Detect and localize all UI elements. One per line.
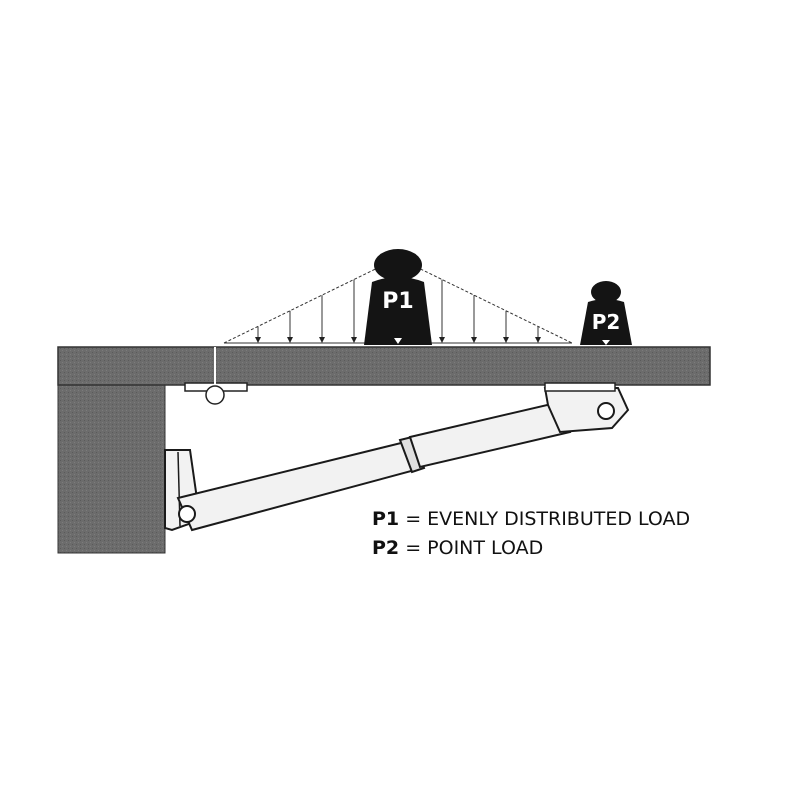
load-arrow-head	[503, 337, 509, 343]
legend-text-p2: = POINT LOAD	[405, 537, 544, 559]
legend-symbol-p2: P2	[372, 537, 400, 559]
load-arrow-head	[319, 337, 325, 343]
legend-text-p1: = EVENLY DISTRIBUTED LOAD	[405, 508, 691, 530]
legend: P1 = EVENLY DISTRIBUTED LOAD P2 = POINT …	[372, 505, 690, 563]
weight-p1-label: P1	[382, 289, 413, 314]
weight-p2: P2	[580, 281, 632, 345]
legend-row-p1: P1 = EVENLY DISTRIBUTED LOAD	[372, 505, 690, 534]
shelf-board	[57, 346, 711, 386]
legend-row-p2: P2 = POINT LOAD	[372, 534, 690, 563]
load-arrow-head	[287, 337, 293, 343]
weight-p1: P1	[364, 249, 432, 345]
load-arrow-head	[351, 337, 357, 343]
gas-strut	[164, 382, 630, 532]
wall	[57, 384, 166, 554]
legend-symbol-p1: P1	[372, 508, 400, 530]
load-arrow-head	[255, 337, 261, 343]
load-arrow-head	[439, 337, 445, 343]
hinge-joint	[184, 347, 248, 405]
load-arrow-head	[471, 337, 477, 343]
load-arrow-head	[535, 337, 541, 343]
weight-p2-label: P2	[592, 310, 621, 334]
